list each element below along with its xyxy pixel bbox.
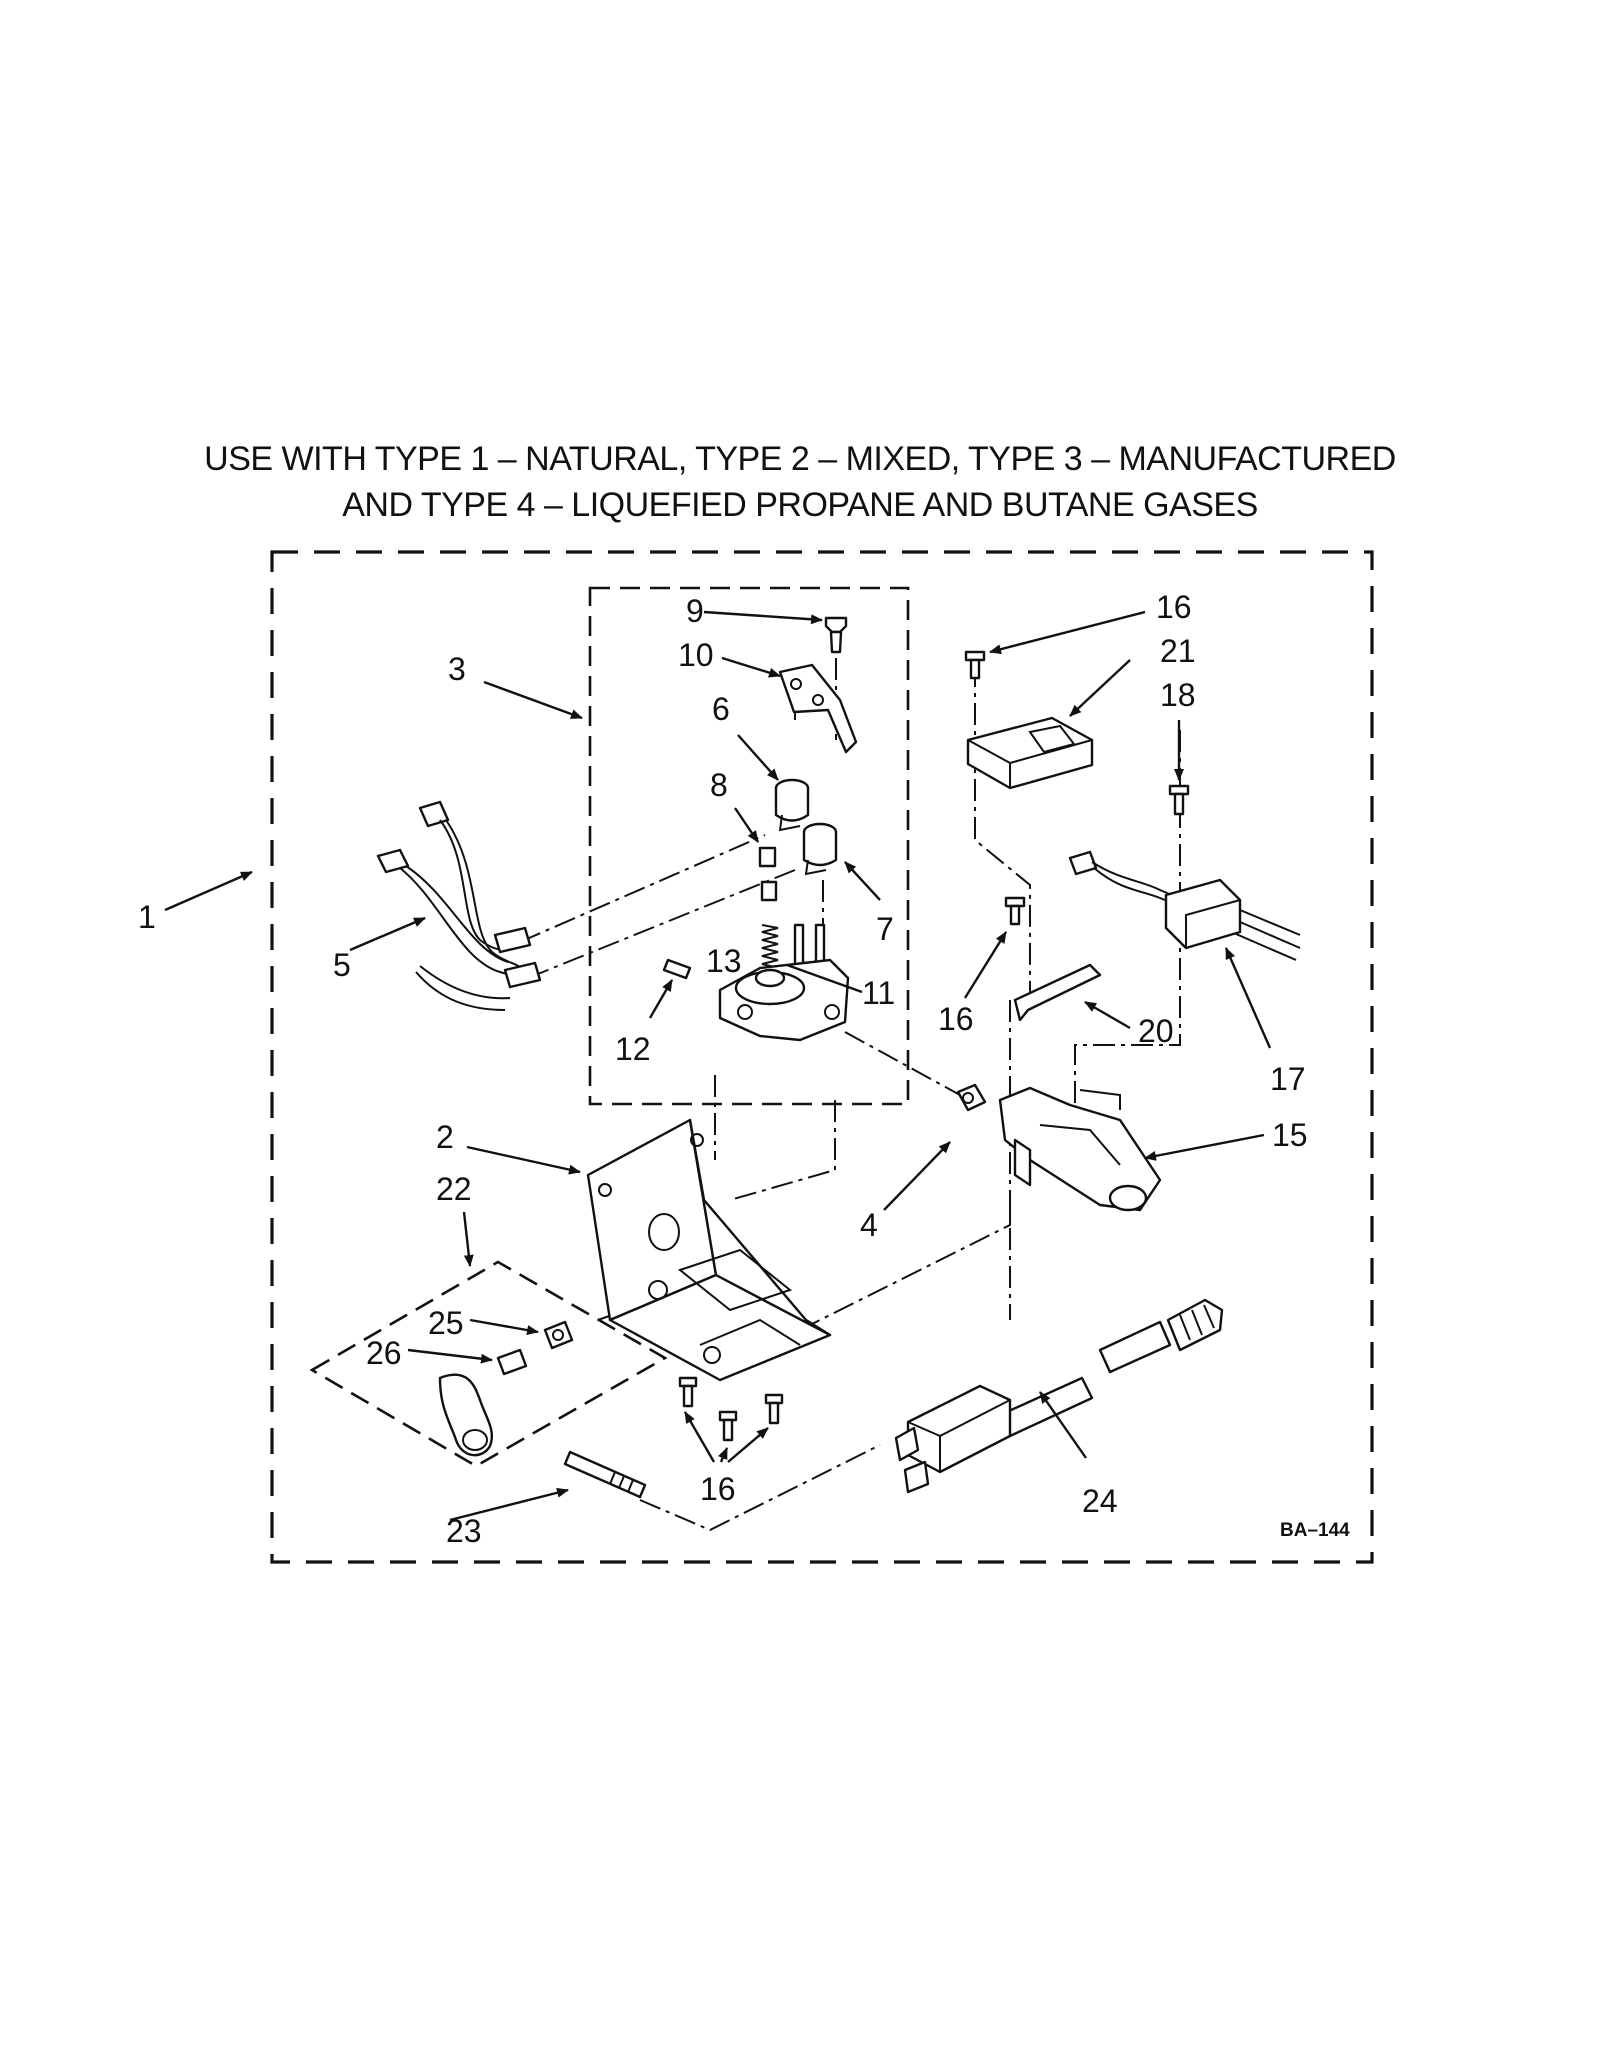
callout-25: 25 (428, 1305, 464, 1341)
callout-15: 15 (1272, 1117, 1308, 1153)
valve-group-boundary (588, 586, 910, 1106)
part-17-igniter (1068, 850, 1301, 961)
callout-20: 20 (1138, 1013, 1174, 1049)
part-21-module (966, 716, 1094, 790)
part-20-bracket (1013, 963, 1102, 1022)
part-7-coil (802, 822, 838, 876)
diagram-code: BA–144 (1280, 1520, 1350, 1541)
callout-16-middle: 16 (938, 1001, 974, 1037)
part-24-pipe (894, 1298, 1224, 1494)
callout-17: 17 (1270, 1061, 1306, 1097)
part-26-elbow (438, 1348, 528, 1457)
part-25-nut (543, 1320, 574, 1350)
callout-4: 4 (860, 1207, 878, 1243)
callout-22: 22 (436, 1171, 472, 1207)
part-8-plunger (758, 846, 778, 902)
part-16-screws-lower (678, 1376, 784, 1442)
callout-21: 21 (1160, 633, 1196, 669)
callout-26: 26 (366, 1335, 402, 1371)
callout-16-upper: 16 (1156, 589, 1192, 625)
callout-12: 12 (615, 1031, 651, 1067)
callout-7: 7 (876, 911, 894, 947)
callout-3: 3 (448, 651, 466, 687)
part-2-bracket (586, 1118, 832, 1382)
part-12-screw (662, 958, 692, 980)
callout-13: 13 (706, 943, 742, 979)
callout-18: 18 (1160, 677, 1196, 713)
diagram-title-line-1: USE WITH TYPE 1 – NATURAL, TYPE 2 – MIXE… (204, 440, 1396, 478)
assembly-boundary (270, 550, 1374, 1564)
part-10-bracket (778, 663, 858, 754)
callout-1: 1 (138, 899, 156, 935)
callout-8: 8 (710, 767, 728, 803)
callout-2: 2 (436, 1119, 454, 1155)
callout-11: 11 (862, 975, 895, 1011)
callout-6: 6 (712, 691, 730, 727)
part-6-coil (774, 778, 810, 832)
callout-24: 24 (1082, 1483, 1118, 1519)
part-15-burner (998, 1086, 1162, 1212)
callout-23: 23 (446, 1513, 482, 1549)
callout-leaders (164, 610, 1272, 1522)
part-4-orifice (956, 1083, 987, 1112)
part-9-screw (824, 616, 848, 654)
gas-valve-body (718, 958, 850, 1042)
inlet-kit-boundary (309, 1260, 668, 1468)
callout-16-lower: 16 (700, 1471, 736, 1507)
part-5-wire-harness (376, 800, 542, 1011)
callout-9: 9 (686, 593, 704, 629)
callout-10: 10 (678, 637, 714, 673)
part-18-screw (1168, 784, 1190, 816)
part-23-stud (563, 1450, 647, 1499)
diagram-title-line-2: AND TYPE 4 – LIQUEFIED PROPANE AND BUTAN… (342, 486, 1258, 524)
part-16-screws-upper (964, 650, 1026, 926)
callout-5: 5 (333, 947, 351, 983)
